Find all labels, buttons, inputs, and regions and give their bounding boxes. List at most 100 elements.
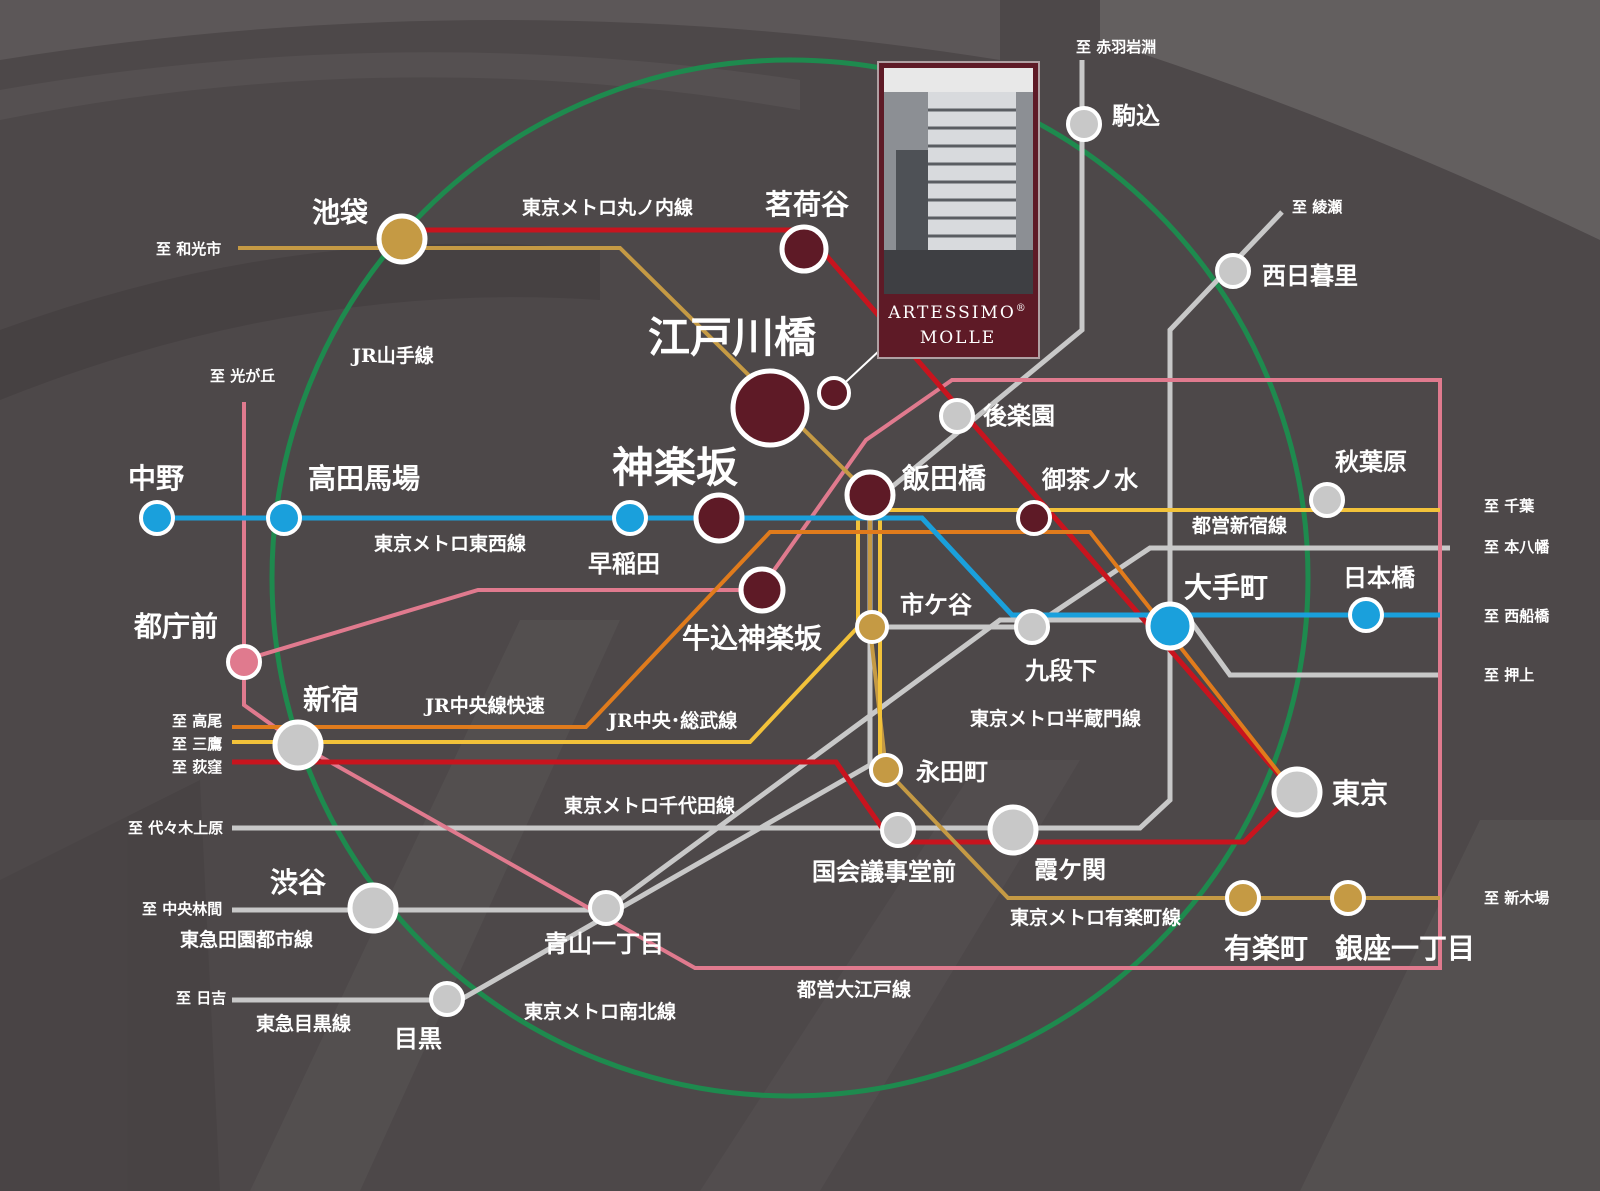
label-takadanobaba: 高田馬場 — [308, 462, 420, 495]
label-yamanote-line: JR山手線 — [350, 344, 434, 367]
station-nagatacho[interactable] — [869, 753, 903, 787]
label-waseda: 早稲田 — [588, 549, 660, 578]
station-shibuya[interactable] — [347, 882, 399, 934]
building-entrance — [884, 250, 1033, 294]
label-kudanshita: 九段下 — [1024, 656, 1097, 685]
label-toyoko-den-line: 東急田園都市線 — [180, 928, 313, 951]
label-iidabashi: 飯田橋 — [902, 462, 987, 495]
station-ikebukuro[interactable] — [376, 213, 428, 265]
dest-ayase: 至 綾瀬 — [1292, 198, 1342, 216]
label-meguro: 目黒 — [394, 1024, 442, 1053]
label-nagatacho: 永田町 — [916, 757, 988, 786]
label-aoyamaitchome: 青山一丁目 — [544, 929, 664, 958]
station-akihabara[interactable] — [1309, 482, 1345, 518]
label-tokyo: 東京 — [1332, 777, 1388, 810]
shinjuku-line-east — [1030, 545, 1450, 630]
label-ginzaitchome: 銀座一丁目 — [1335, 932, 1475, 965]
label-chiyoda-line: 東京メトロ千代田線 — [564, 794, 735, 817]
photo-header — [884, 68, 1033, 92]
label-nakano: 中野 — [128, 462, 184, 495]
station-takadanobaba[interactable] — [266, 500, 302, 536]
label-yurakucho: 有楽町 — [1224, 932, 1308, 965]
dest-takao: 至 高尾 — [172, 712, 222, 730]
station-ushigomekagurazaka[interactable] — [738, 566, 786, 614]
station-nishinippori[interactable] — [1215, 253, 1251, 289]
yamanote-line — [269, 57, 1311, 1099]
dest-yoyogiuehara: 至 代々木上原 — [128, 819, 223, 837]
label-yurakucho-line: 東京メトロ有楽町線 — [1010, 906, 1181, 929]
label-oedo-line: 都営大江戸線 — [796, 978, 911, 1001]
chiyoda-line — [232, 210, 1284, 831]
label-komagome: 駒込 — [1112, 101, 1160, 130]
label-akihabara: 秋葉原 — [1335, 447, 1407, 476]
station-yurakucho[interactable] — [1225, 880, 1261, 916]
station-otemachi[interactable] — [1145, 601, 1195, 651]
station-korakuen[interactable] — [939, 398, 975, 434]
property-marker[interactable] — [817, 376, 851, 410]
property-brand: ARTESSIMO® — [887, 303, 1028, 323]
station-edogawabashi[interactable] — [730, 368, 810, 448]
label-kokkaigijidomae: 国会議事堂前 — [812, 857, 956, 886]
label-tochomae: 都庁前 — [133, 610, 218, 643]
station-komagome[interactable] — [1066, 106, 1102, 142]
dest-motoyawata: 至 本八幡 — [1484, 538, 1550, 556]
label-ochanomizu: 御茶ノ水 — [1041, 465, 1139, 494]
station-ochanomizu[interactable] — [1016, 500, 1052, 536]
label-edogawabashi: 江戸川橋 — [648, 313, 816, 362]
station-myogadani[interactable] — [779, 224, 829, 274]
label-nishinippori: 西日暮里 — [1262, 261, 1358, 290]
label-chuo-rapid-line: JR中央線快速 — [423, 694, 545, 717]
label-korakuen: 後楽園 — [983, 401, 1055, 430]
label-kagurazaka: 神楽坂 — [612, 443, 738, 492]
station-waseda[interactable] — [612, 500, 648, 536]
station-labels: 池袋 茗荷谷 江戸川橋 駒込 西日暮里 後楽園 中野 高田馬場 神楽坂 早稲田 … — [128, 101, 1475, 1053]
label-ikebukuro: 池袋 — [312, 196, 369, 229]
label-otemachi: 大手町 — [1184, 571, 1268, 604]
label-namboku-line: 東京メトロ南北線 — [524, 1000, 676, 1023]
station-nihombashi[interactable] — [1348, 597, 1384, 633]
building-floors — [928, 108, 1016, 238]
station-tochomae[interactable] — [226, 644, 262, 680]
property-card[interactable]: ARTESSIMO® MOLLE — [877, 61, 1040, 359]
station-shinjuku[interactable] — [272, 719, 324, 771]
station-kudanshita[interactable] — [1014, 609, 1050, 645]
tozai-line — [157, 515, 1440, 618]
hanzomon-line — [232, 617, 1440, 913]
station-nakano[interactable] — [139, 500, 175, 536]
line-labels: 東京メトロ丸ノ内線 JR山手線 東京メトロ東西線 都営新宿線 JR中央線快速 J… — [180, 196, 1287, 1035]
label-marunouchi-line: 東京メトロ丸ノ内線 — [522, 196, 693, 219]
label-kasumigaseki: 霞ケ関 — [1034, 855, 1106, 884]
label-tozai-line: 東京メトロ東西線 — [374, 532, 526, 555]
label-shibuya: 渋谷 — [270, 866, 327, 899]
station-tokyo[interactable] — [1271, 766, 1323, 818]
dest-mitaka: 至 三鷹 — [172, 735, 222, 753]
label-hanzomon-line: 東京メトロ半蔵門線 — [970, 707, 1141, 730]
label-chuo-sobu-line: JR中央･総武線 — [606, 709, 737, 732]
dest-chiba: 至 千葉 — [1484, 497, 1535, 515]
destination-labels: 至 赤羽岩淵 至 綾瀬 至 和光市 至 光が丘 至 千葉 至 本八幡 至 西船橋… — [128, 38, 1550, 1007]
dest-hikarigaoka: 至 光が丘 — [210, 367, 275, 385]
station-kagurazaka[interactable] — [693, 492, 745, 544]
station-ichigaya[interactable] — [855, 610, 889, 644]
property-name: MOLLE — [920, 328, 996, 348]
station-aoyamaitchome[interactable] — [588, 890, 624, 926]
dest-akabaneiwabuchi: 至 赤羽岩淵 — [1076, 38, 1156, 56]
label-ushigomekagurazaka: 牛込神楽坂 — [682, 622, 822, 655]
station-kokkaigijidomae[interactable] — [880, 812, 916, 848]
dest-nishifunabashi: 至 西船橋 — [1484, 607, 1550, 625]
station-iidabashi[interactable] — [844, 469, 896, 521]
label-ichigaya: 市ケ谷 — [900, 590, 973, 619]
station-kasumigaseki[interactable] — [987, 804, 1039, 856]
label-shinjuku: 新宿 — [303, 683, 359, 716]
dest-wakoshi: 至 和光市 — [156, 240, 221, 258]
dest-hiyoshi: 至 日吉 — [176, 989, 226, 1007]
stations — [139, 106, 1384, 1017]
label-nihombashi: 日本橋 — [1343, 563, 1416, 592]
station-meguro[interactable] — [429, 981, 465, 1017]
dest-ogikubo: 至 荻窪 — [172, 758, 222, 776]
station-ginzaitchome[interactable] — [1330, 880, 1366, 916]
label-meguro-line: 東急目黒線 — [256, 1012, 351, 1035]
